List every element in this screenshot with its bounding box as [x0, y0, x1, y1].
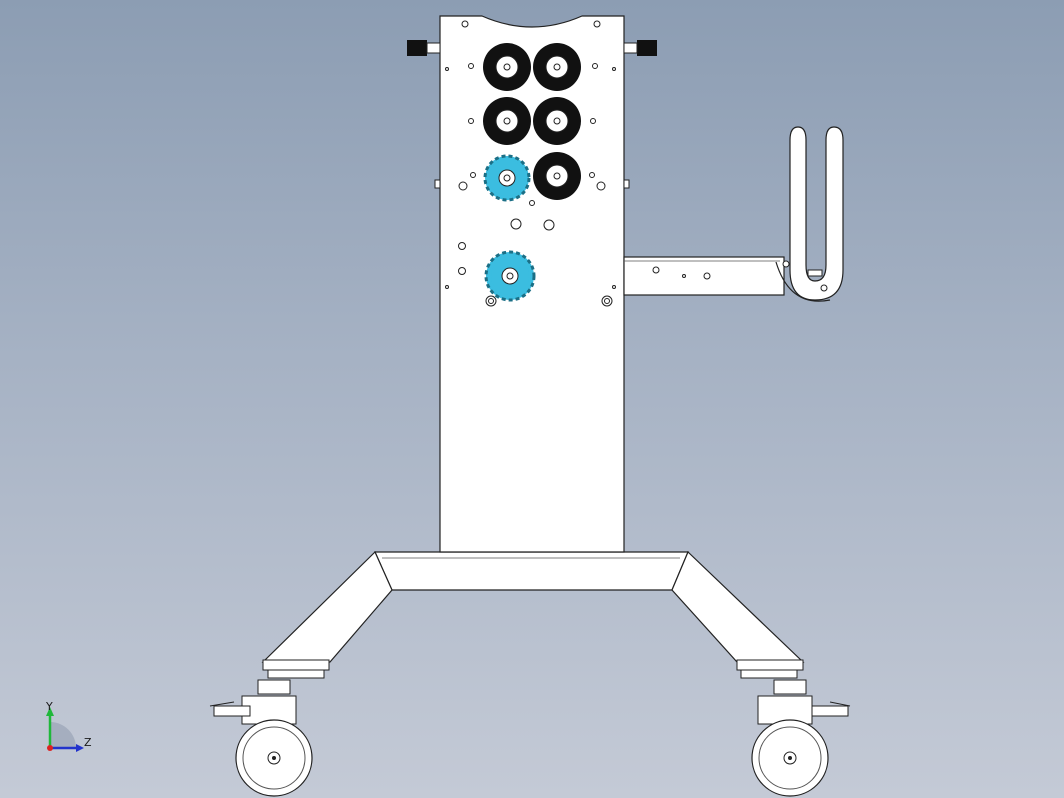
sprocket-upper	[483, 154, 531, 202]
caster-left	[209, 679, 313, 797]
caster-right	[751, 679, 851, 797]
side-arm	[623, 126, 844, 302]
knob-right	[623, 40, 657, 56]
y-axis-label: Y	[45, 700, 53, 713]
base-frame	[261, 550, 805, 679]
mounting-holes	[445, 63, 616, 307]
knob-left	[407, 40, 441, 56]
z-axis-label: Z	[84, 736, 92, 749]
sprocket-lower	[484, 250, 536, 302]
axis-triad: Y Z	[45, 700, 92, 752]
